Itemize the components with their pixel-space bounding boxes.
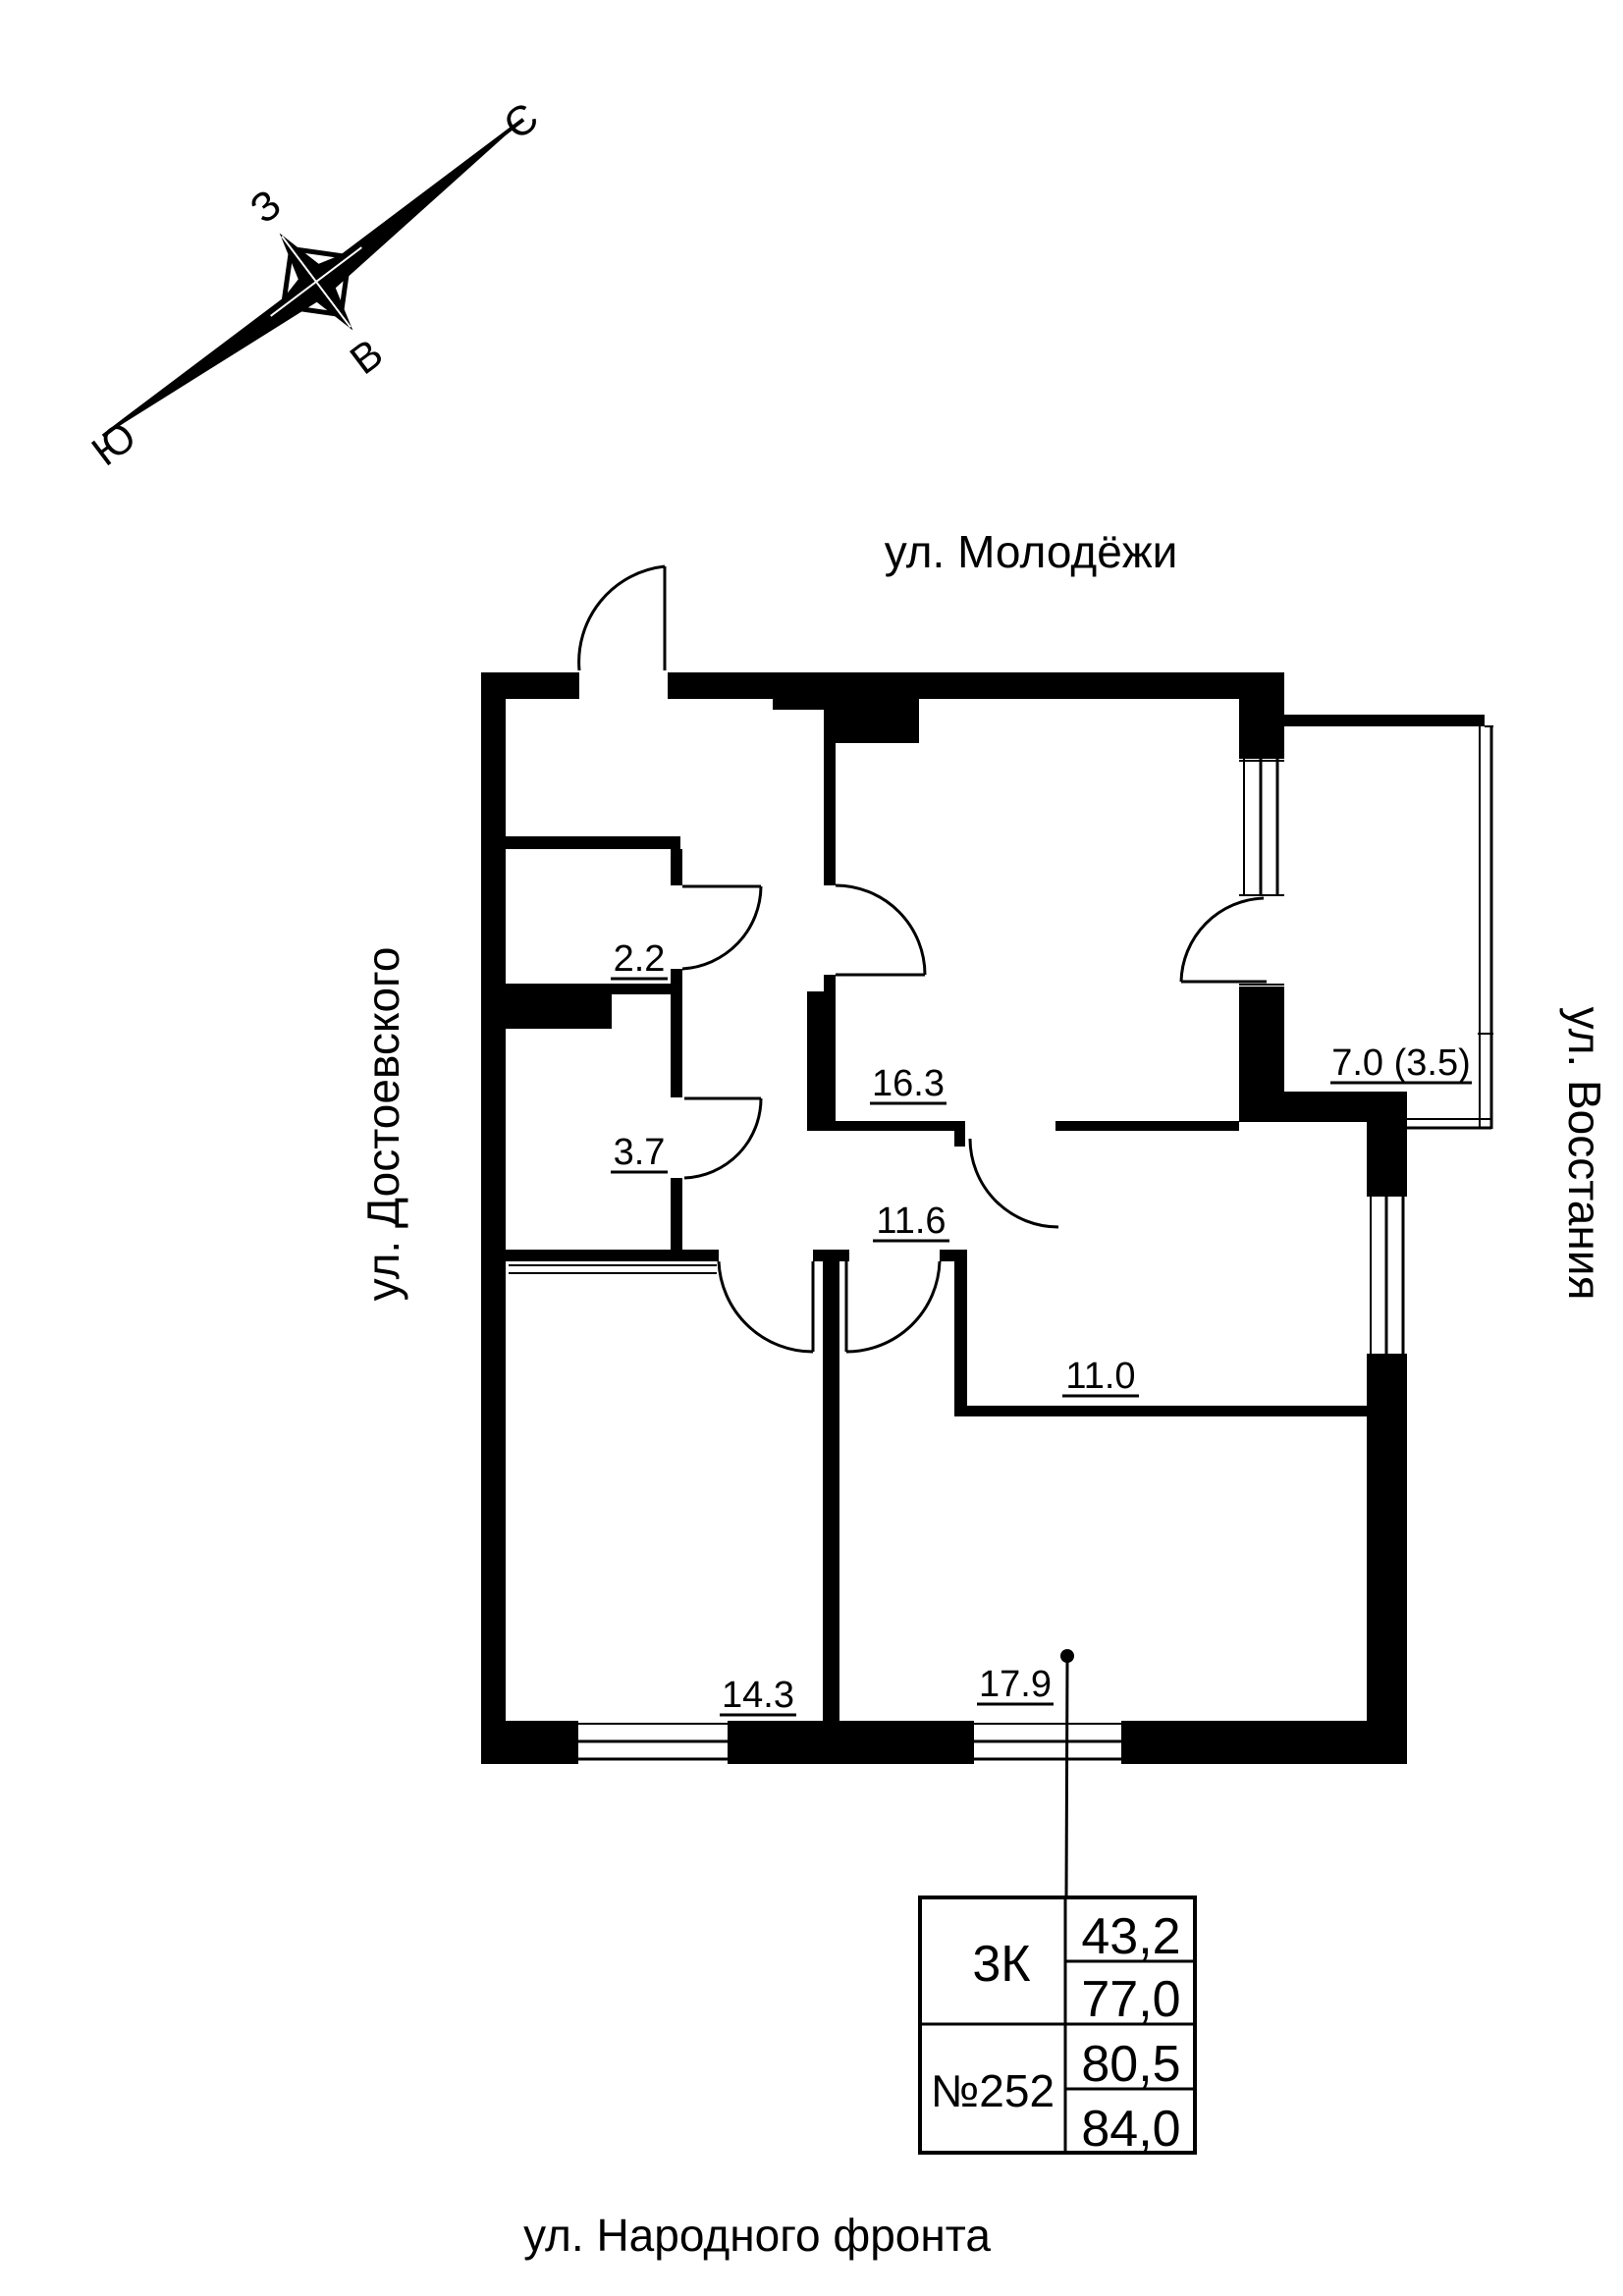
wall-right-upper-b [1239,987,1284,1122]
wall-closet-east-c [671,1178,682,1250]
wall-top-right [668,672,1284,699]
wall-bottom-a [481,1721,577,1764]
room-label-living: 17.9 [979,1664,1052,1705]
walls [481,672,1485,1764]
door-closet-2-2 [681,884,763,971]
street-label-top: ул. Молодёжи [885,526,1178,577]
balcony-glazing [1407,725,1493,1130]
wall-corridor-bottom-c [940,1250,967,1261]
room-labels: 2.2 3.7 16.3 11.6 11.0 14.3 17.9 7.0 (3.… [611,938,1472,1717]
room-label-balcony: 7.0 (3.5) [1331,1042,1471,1084]
door-bath-3-7 [683,1096,763,1180]
info-table: 3К №252 43,2 77,0 80,5 84,0 [918,1896,1197,2158]
wall-11-0-left [954,1261,967,1416]
doors [577,564,1267,1354]
wall-right-lower-a [1367,1092,1407,1196]
compass-label-north: С [495,93,547,148]
wall-pier-kitchen [825,699,919,743]
leader-line [1060,1649,1074,1898]
windows [576,725,1493,1764]
door-entrance [577,564,667,671]
wall-balcony-top [1284,715,1485,726]
wall-right-lower-b [1367,1355,1407,1764]
wall-closet-top [506,836,680,849]
window-14-3 [576,1721,730,1764]
wall-corridor-bottom-a [506,1250,719,1261]
wall-bottom-b [729,1721,973,1764]
wall-bottom-c [1122,1721,1407,1764]
wall-pier-top [773,699,825,710]
compass-label-south: Ю [83,412,144,474]
street-label-bottom: ул. Народного фронта [523,2210,991,2261]
leader-stem [1064,1661,1069,1898]
window-17-9 [972,1721,1123,1764]
compass-star-highlight-h [270,246,362,317]
street-label-left: ул. Достоевского [357,947,408,1302]
wall-closet-bottom [506,984,682,994]
wall-hall-kitchen-a [824,699,836,885]
table-area-total: 84,0 [1081,2101,1180,2158]
door-balcony [1179,896,1267,984]
wall-corridor-bottom-b [813,1250,849,1261]
door-room-17-9 [844,1260,942,1354]
table-living-area: 43,2 [1081,1908,1180,1965]
door-room-11-0 [968,1138,1059,1229]
wall-closet-east-b [671,969,682,1097]
room-label-bedroom1: 14.3 [722,1675,794,1716]
compass-rose: С Ю З В [83,93,547,474]
wall-kitchen-bottom-b [1055,1121,1239,1131]
room-label-kitchen: 16.3 [872,1063,945,1104]
room-label-bath: 3.7 [614,1132,666,1173]
wall-bath-pier [506,994,612,1029]
table-area-no-balcony: 77,0 [1081,1971,1180,2028]
room-label-hall: 11.6 [876,1201,946,1242]
table-area-half-balcony: 80,5 [1081,2036,1180,2093]
compass-label-east: В [342,330,392,383]
wall-hall-kitchen-c [807,991,836,1131]
wall-11-0-bottom [967,1406,1367,1416]
wall-hall-kitchen-b [824,975,836,991]
room-label-bedroom2: 11.0 [1065,1356,1135,1397]
wall-closet-east-a [671,849,682,885]
wall-divider-14-17 [823,1261,839,1721]
door-kitchen-16-3 [835,883,927,977]
street-label-right: ул. Восстания [1559,1007,1610,1301]
table-rooms-count: 3К [972,1936,1030,1993]
table-unit-number: №252 [931,2065,1055,2116]
window-11-0 [1367,1195,1407,1356]
wall-door-jamb-11-0 [954,1131,965,1147]
compass-label-west: З [242,181,290,233]
leader-dot [1060,1649,1074,1663]
wall-left [481,672,506,1764]
window-16-3 [1239,759,1284,986]
wall-right-upper-a [1239,672,1284,759]
street-labels: ул. Молодёжи ул. Народного фронта ул. До… [357,526,1610,2261]
wall-kitchen-bottom-a [833,1121,965,1131]
door-room-14-3 [717,1260,815,1354]
room-label-closet: 2.2 [614,938,666,980]
